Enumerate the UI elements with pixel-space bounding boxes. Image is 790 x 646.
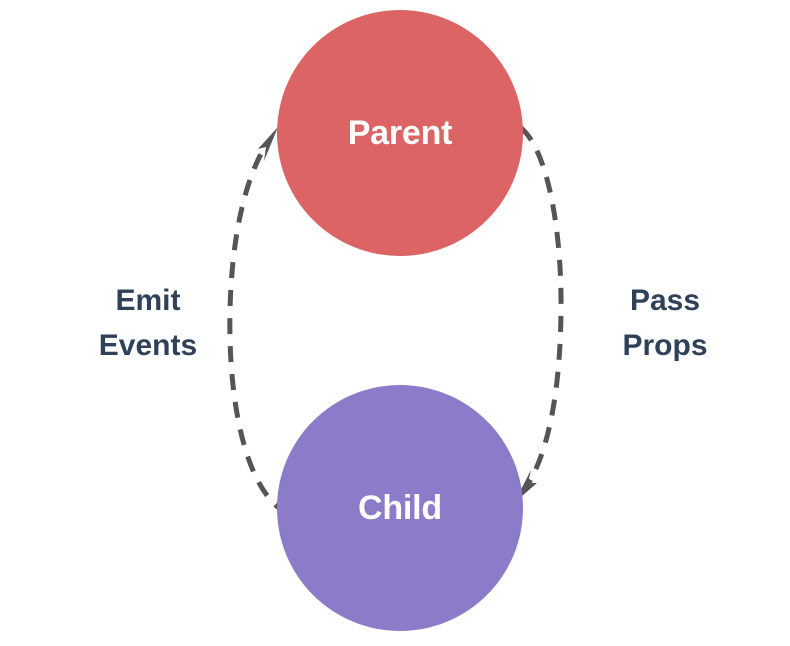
child-label: Child (358, 489, 442, 527)
arrowhead-up-right-icon (258, 127, 278, 161)
emit-events-line-2: Events (99, 329, 197, 362)
child-circle[interactable] (277, 385, 523, 631)
emit-events-line-1: Emit (115, 284, 180, 317)
edge-pass-props (514, 126, 564, 503)
parent-label: Parent (348, 114, 453, 152)
edge-pass-props-path (519, 126, 564, 486)
node-parent[interactable]: Parent (277, 10, 523, 256)
parent-circle[interactable] (277, 10, 523, 256)
node-child[interactable]: Child (277, 385, 523, 631)
edge-label-pass-props: Pass Props (622, 284, 707, 362)
pass-props-line-2: Props (622, 329, 707, 362)
edge-emit-events (227, 127, 290, 517)
edge-label-emit-events: Emit Events (99, 284, 197, 362)
edge-emit-events-path (227, 140, 290, 517)
pass-props-line-1: Pass (630, 284, 700, 317)
